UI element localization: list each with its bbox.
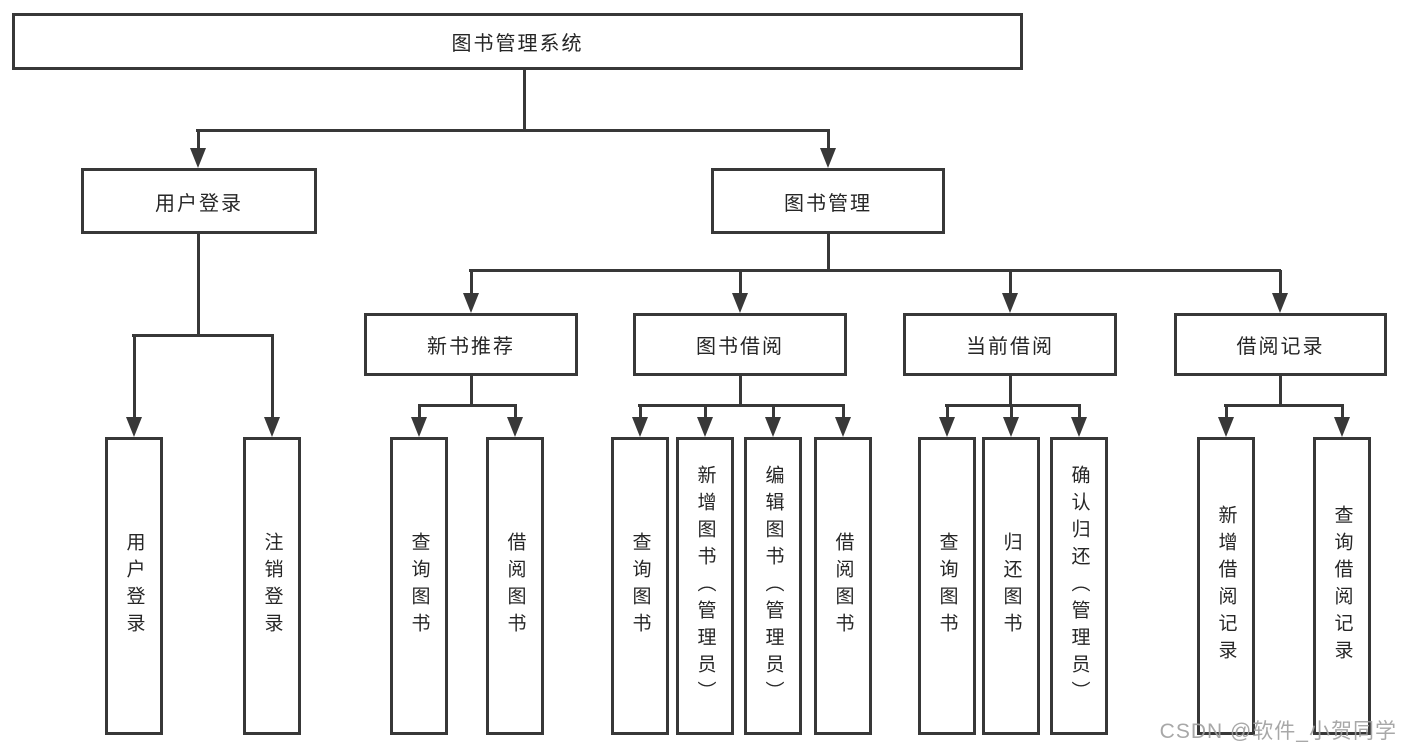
leaf-query-book: 查询图书	[390, 437, 448, 735]
node-book-management: 图书管理	[711, 168, 945, 234]
leaf-label: 新增图书（管理员）	[694, 464, 716, 708]
leaf-label: 用户登录	[123, 532, 145, 640]
connector-line	[469, 270, 473, 295]
node-label: 借阅记录	[1236, 336, 1325, 358]
arrowhead-icon	[1272, 293, 1288, 313]
node-user-login: 用户登录	[81, 168, 317, 234]
connector-line	[469, 376, 473, 407]
leaf-label: 查询图书	[408, 532, 430, 640]
connector-line	[771, 405, 775, 419]
connector-line	[469, 269, 1281, 272]
connector-line	[132, 335, 136, 419]
leaf-return-book: 归还图书	[982, 437, 1040, 735]
leaf-query-borrow-record: 查询借阅记录	[1313, 437, 1371, 735]
node-label: 图书管理	[784, 192, 872, 215]
arrowhead-icon	[190, 148, 206, 168]
node-borrowing-records: 借阅记录	[1174, 313, 1387, 376]
arrowhead-icon	[463, 293, 479, 313]
connector-line	[1224, 405, 1228, 419]
connector-line	[513, 405, 517, 419]
node-label: 用户登录	[155, 192, 243, 215]
leaf-query-book: 查询图书	[611, 437, 669, 735]
arrowhead-icon	[632, 417, 648, 437]
connector-line	[826, 130, 830, 150]
connector-line	[1008, 376, 1012, 407]
node-label: 图书借阅	[696, 336, 784, 358]
connector-line	[1008, 270, 1012, 295]
connector-line	[945, 405, 949, 419]
leaf-add-book-admin: 新增图书（管理员）	[676, 437, 734, 735]
leaf-user-login: 用户登录	[105, 437, 163, 735]
arrowhead-icon	[264, 417, 280, 437]
leaf-label: 查询图书	[936, 532, 958, 640]
arrowhead-icon	[1002, 293, 1018, 313]
connector-line	[196, 130, 200, 150]
arrowhead-icon	[732, 293, 748, 313]
leaf-label: 查询借阅记录	[1331, 505, 1353, 667]
connector-line	[196, 129, 830, 132]
leaf-label: 确认归还（管理员）	[1068, 464, 1090, 708]
node-root-label: 图书管理系统	[451, 33, 584, 55]
node-new-book-recommendation: 新书推荐	[364, 313, 578, 376]
arrowhead-icon	[835, 417, 851, 437]
leaf-query-book: 查询图书	[918, 437, 976, 735]
leaf-label: 归还图书	[1000, 532, 1022, 640]
arrowhead-icon	[939, 417, 955, 437]
arrowhead-icon	[1003, 417, 1019, 437]
arrowhead-icon	[1071, 417, 1087, 437]
connector-line	[132, 334, 274, 337]
node-current-borrowing: 当前借阅	[903, 313, 1117, 376]
connector-line	[418, 404, 517, 407]
connector-line	[841, 405, 845, 419]
node-label: 当前借阅	[966, 336, 1054, 358]
leaf-logout: 注销登录	[243, 437, 301, 735]
leaf-add-borrow-record: 新增借阅记录	[1197, 437, 1255, 735]
arrowhead-icon	[1334, 417, 1350, 437]
arrowhead-icon	[126, 417, 142, 437]
leaf-label: 查询图书	[629, 532, 651, 640]
leaf-label: 编辑图书（管理员）	[762, 464, 784, 708]
arrowhead-icon	[1218, 417, 1234, 437]
leaf-borrow-book: 借阅图书	[814, 437, 872, 735]
connector-line	[523, 69, 526, 131]
connector-line	[638, 405, 642, 419]
connector-line	[638, 404, 845, 407]
connector-line	[703, 405, 707, 419]
arrowhead-icon	[507, 417, 523, 437]
arrowhead-icon	[765, 417, 781, 437]
leaf-borrow-book: 借阅图书	[486, 437, 544, 735]
connector-line	[1224, 404, 1344, 407]
csdn-watermark: CSDN @软件_小贺同学	[1159, 720, 1397, 743]
connector-line	[826, 233, 830, 272]
arrowhead-icon	[697, 417, 713, 437]
leaf-label: 新增借阅记录	[1215, 505, 1237, 667]
connector-line	[1077, 405, 1081, 419]
connector-line	[196, 233, 200, 336]
node-label: 新书推荐	[427, 336, 515, 358]
leaf-edit-book-admin: 编辑图书（管理员）	[744, 437, 802, 735]
connector-line	[945, 404, 1081, 407]
node-book-borrowing: 图书借阅	[633, 313, 847, 376]
leaf-label: 借阅图书	[504, 532, 526, 640]
arrowhead-icon	[820, 148, 836, 168]
connector-line	[1340, 405, 1344, 419]
connector-line	[270, 335, 274, 419]
connector-line	[1278, 376, 1282, 407]
leaf-label: 注销登录	[261, 532, 283, 640]
node-root: 图书管理系统	[12, 13, 1023, 70]
connector-line	[738, 376, 742, 407]
connector-line	[417, 405, 421, 419]
arrowhead-icon	[411, 417, 427, 437]
leaf-label: 借阅图书	[832, 532, 854, 640]
leaf-confirm-return-admin: 确认归还（管理员）	[1050, 437, 1108, 735]
connector-line	[738, 270, 742, 295]
connector-line	[1009, 405, 1013, 419]
connector-line	[1278, 270, 1282, 295]
